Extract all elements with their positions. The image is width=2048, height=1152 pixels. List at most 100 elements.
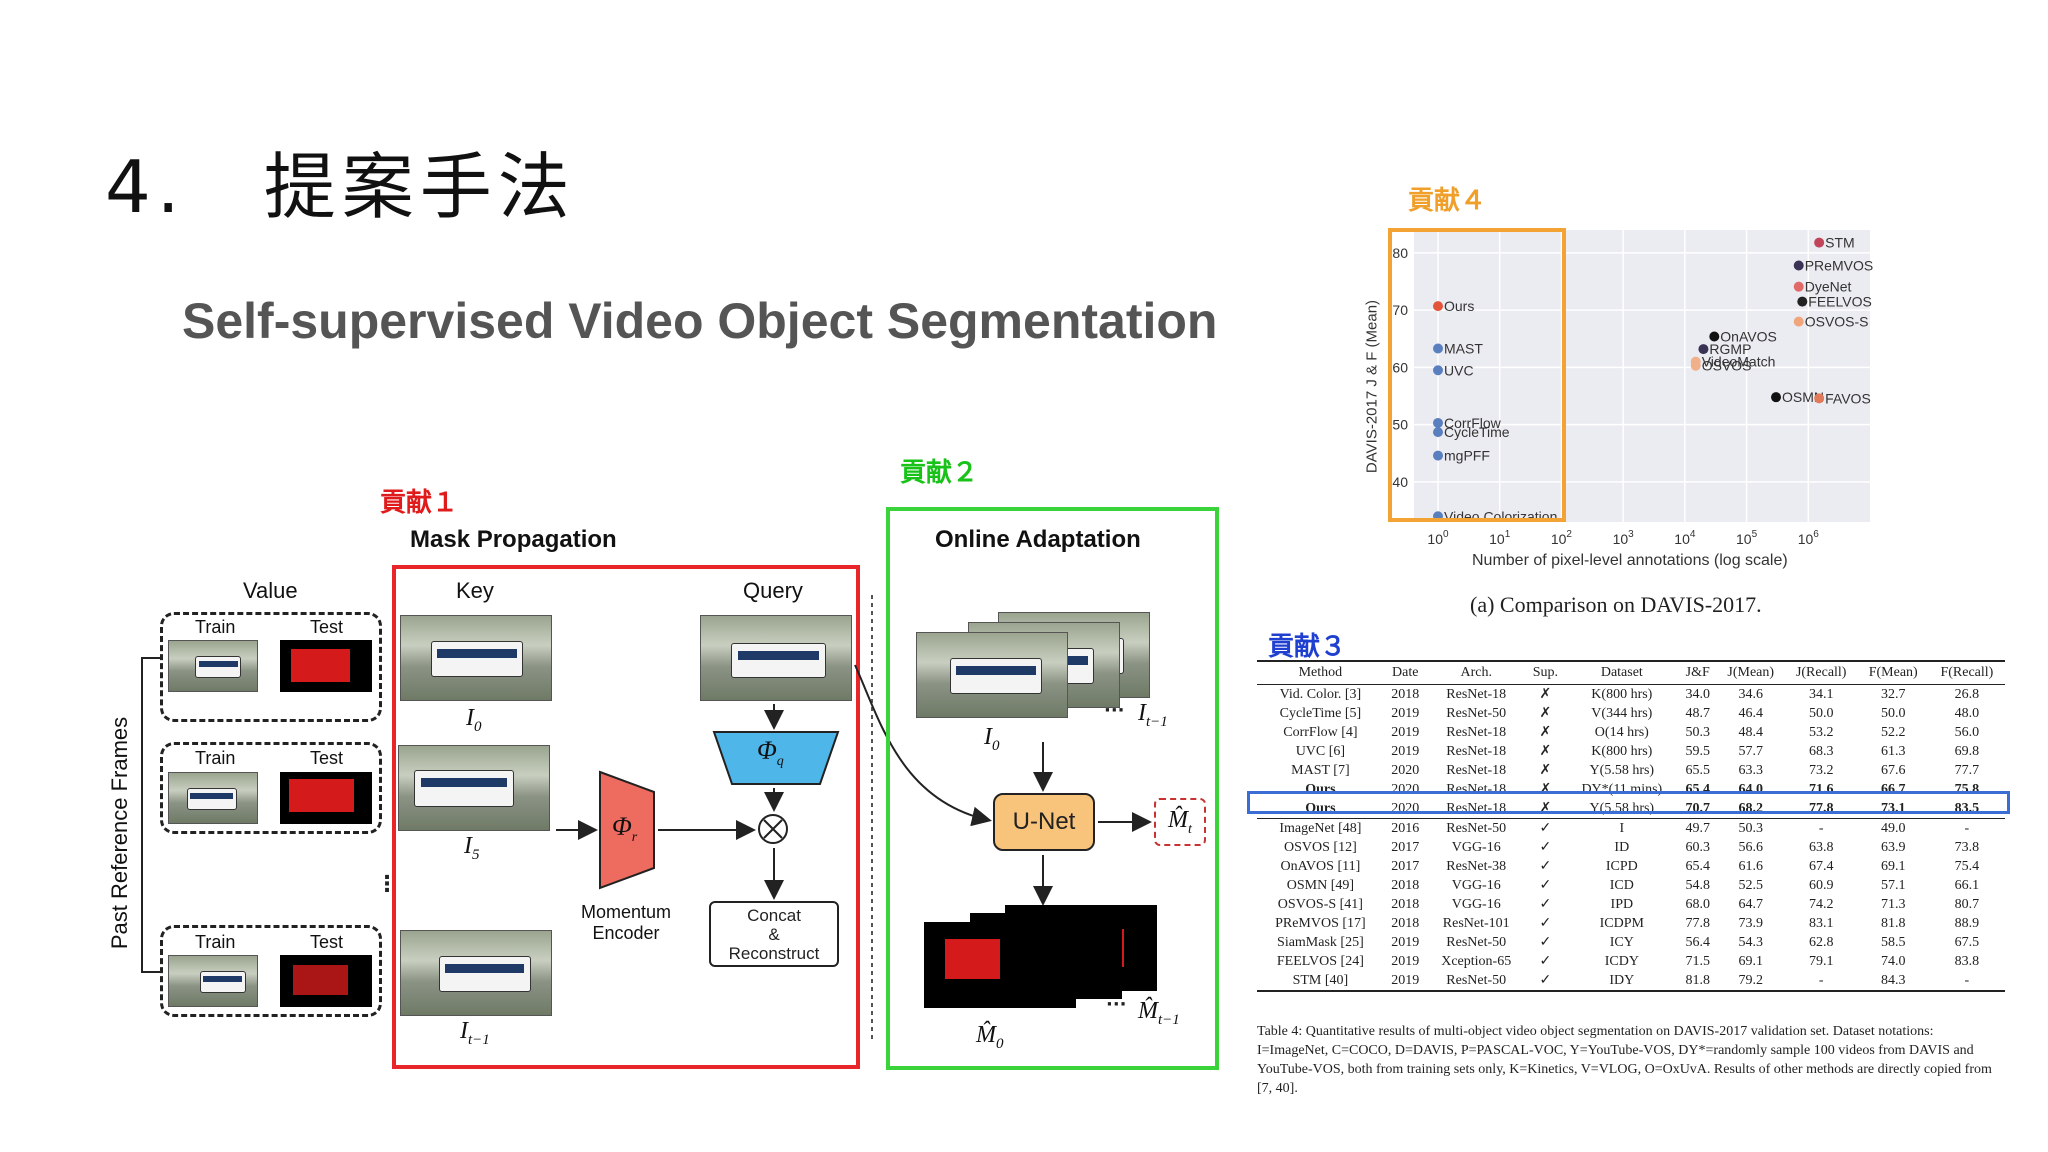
chart-x-tick-label: 104 <box>1674 529 1696 547</box>
chart-point <box>1698 344 1708 354</box>
table-cell: MAST [7] <box>1257 761 1384 780</box>
table-cell: 69.1 <box>1717 952 1785 971</box>
table-cell: ResNet-18 <box>1427 742 1526 761</box>
table-cell: 56.4 <box>1679 933 1717 952</box>
table-cell: 2017 <box>1384 857 1427 876</box>
table-cell: ICDPM <box>1565 914 1679 933</box>
table-cell: IPD <box>1565 895 1679 914</box>
table-cell: ✓ <box>1526 971 1565 991</box>
table-cell: 56.0 <box>1929 723 2005 742</box>
table-cell: 74.2 <box>1785 895 1858 914</box>
table-cell: 49.7 <box>1679 819 1717 839</box>
table-cell: 61.3 <box>1858 742 1929 761</box>
table-cell: 2019 <box>1384 704 1427 723</box>
table-cell: ResNet-50 <box>1427 971 1526 991</box>
table-header-cell: Dataset <box>1565 661 1679 685</box>
table-cell: 52.5 <box>1717 876 1785 895</box>
table-cell: 34.6 <box>1717 685 1785 705</box>
table-row: PReMVOS [17]2018ResNet-101✓ICDPM77.873.9… <box>1257 914 2005 933</box>
table-cell: STM [40] <box>1257 971 1384 991</box>
chart-point-label: OSVOS-S <box>1805 314 1869 330</box>
table-header-cell: F(Mean) <box>1858 661 1929 685</box>
table-cell: PReMVOS [17] <box>1257 914 1384 933</box>
table-cell: ✓ <box>1526 933 1565 952</box>
contribution-4-label: 貢献４ <box>1408 180 1486 217</box>
table-cell: 50.3 <box>1679 723 1717 742</box>
table-cell: 79.1 <box>1785 952 1858 971</box>
table-cell: - <box>1785 819 1858 839</box>
table-cell: 2018 <box>1384 685 1427 705</box>
table-cell: 63.9 <box>1858 838 1929 857</box>
table-cell: 83.8 <box>1929 952 2005 971</box>
table-cell: ICDY <box>1565 952 1679 971</box>
m-hat-t-label: M̂t <box>1168 807 1192 838</box>
label-m-hat-t1: M̂t−1 <box>1138 998 1180 1029</box>
table-cell: 63.8 <box>1785 838 1858 857</box>
chart-x-tick-label: 106 <box>1798 529 1820 547</box>
table-cell: ✓ <box>1526 914 1565 933</box>
table-cell: OSVOS [12] <box>1257 838 1384 857</box>
chart-x-axis-label: Number of pixel-level annotations (log s… <box>1472 552 1788 570</box>
ellipsis: ··· <box>1106 994 1127 1015</box>
table-cell: 84.3 <box>1858 971 1929 991</box>
table-cell: 2016 <box>1384 819 1427 839</box>
table-cell: 71.3 <box>1858 895 1929 914</box>
ellipsis: ··· <box>1104 700 1125 721</box>
table-row: ImageNet [48]2016ResNet-50✓I49.750.3-49.… <box>1257 819 2005 839</box>
table-row: OSMN [49]2018VGG-16✓ICD54.852.560.957.16… <box>1257 876 2005 895</box>
table-cell: 26.8 <box>1929 685 2005 705</box>
table-cell: 50.3 <box>1717 819 1785 839</box>
table-cell: 61.6 <box>1717 857 1785 876</box>
table-cell: UVC [6] <box>1257 742 1384 761</box>
chart-x-tick-label: 103 <box>1613 529 1635 547</box>
table-cell: ✓ <box>1526 895 1565 914</box>
table-caption: Table 4: Quantitative results of multi-o… <box>1257 1022 2007 1098</box>
table-cell: 53.2 <box>1785 723 1858 742</box>
table-cell: 62.8 <box>1785 933 1858 952</box>
table-cell: IDY <box>1565 971 1679 991</box>
label-m-hat-0: M̂0 <box>976 1022 1004 1053</box>
chart-point-label: STM <box>1825 235 1855 251</box>
contribution-4-box <box>1388 228 1566 522</box>
chart-y-axis-label: DAVIS-2017 J & F (Mean) <box>1364 277 1381 497</box>
table-cell: 64.7 <box>1717 895 1785 914</box>
contribution-3-box <box>1247 791 2010 814</box>
chart-point <box>1691 361 1701 371</box>
table-cell: 73.9 <box>1717 914 1785 933</box>
table-cell: 88.9 <box>1929 914 2005 933</box>
table-cell: 83.1 <box>1785 914 1858 933</box>
chart-point-label: FEELVOS <box>1808 294 1872 310</box>
table-cell: I <box>1565 819 1679 839</box>
table-header-cell: Method <box>1257 661 1384 685</box>
table-cell: 49.0 <box>1858 819 1929 839</box>
table-cell: ✓ <box>1526 876 1565 895</box>
table-cell: 60.3 <box>1679 838 1717 857</box>
table-row: MAST [7]2020ResNet-18✗Y(5.58 hrs)65.563.… <box>1257 761 2005 780</box>
chart-point <box>1814 393 1824 403</box>
table-cell: OSVOS-S [41] <box>1257 895 1384 914</box>
table-cell: ✓ <box>1526 952 1565 971</box>
table-cell: - <box>1929 971 2005 991</box>
table-cell: 66.1 <box>1929 876 2005 895</box>
table-cell: 60.9 <box>1785 876 1858 895</box>
mask-stack-front <box>924 922 1076 1008</box>
m-hat-t-box: M̂t <box>1154 798 1206 846</box>
chart-point <box>1797 297 1807 307</box>
chart-x-tick-label: 102 <box>1551 529 1573 547</box>
chart-point <box>1814 238 1824 248</box>
table-cell: 74.0 <box>1858 952 1929 971</box>
label-i0-online: I0 <box>984 724 1000 755</box>
table-cell: ResNet-38 <box>1427 857 1526 876</box>
table-cell: 34.1 <box>1785 685 1858 705</box>
table-cell: ✗ <box>1526 685 1565 705</box>
table-row: CycleTime [5]2019ResNet-50✗V(344 hrs)48.… <box>1257 704 2005 723</box>
